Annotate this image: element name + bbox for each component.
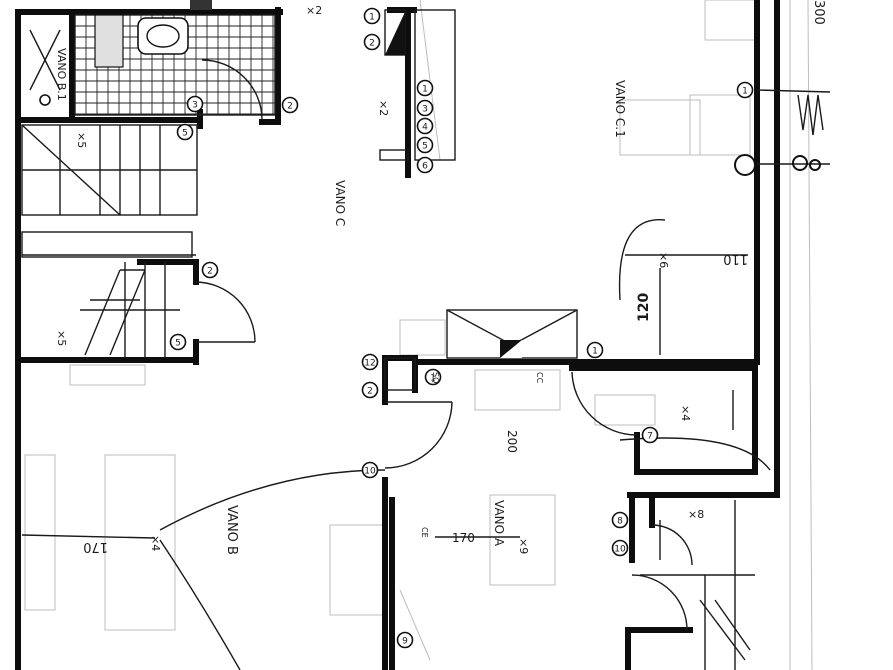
point-marker: 9 (396, 631, 414, 649)
point-marker: 5 (169, 333, 187, 351)
code-ce: CE (420, 527, 429, 538)
dimension-120: 120 (636, 293, 652, 322)
point-number: 5 (182, 129, 188, 139)
marker-x2-mid: ×2 (377, 100, 390, 116)
dimension-300: 300 (811, 0, 826, 25)
point-number: 1 (430, 374, 436, 384)
bathroom-tiles (29, 0, 276, 121)
point-marker: 12 (361, 353, 379, 371)
point-marker: 8 (611, 511, 629, 529)
code-sq: SQ (431, 372, 440, 383)
marker-x5-left: ×5 (55, 330, 68, 346)
shower-icon (94, 14, 124, 68)
marker-x4-b: ×4 (149, 535, 162, 551)
point-number: 9 (402, 637, 408, 647)
point-number: 12 (364, 359, 375, 369)
point-number: 10 (364, 467, 376, 477)
point-marker: 1 (586, 341, 604, 359)
point-number: 1 (422, 85, 428, 95)
point-number: 2 (207, 267, 213, 277)
room-label-vano-c: VANO C (333, 180, 347, 226)
point-number: 8 (617, 517, 623, 527)
marker-x5-stair: ×5 (75, 132, 88, 148)
point-number: 10 (614, 545, 626, 555)
point-marker: 6 (416, 156, 434, 174)
point-number: 2 (367, 387, 373, 397)
marker-x8: ×8 (688, 508, 704, 521)
stairs (21, 124, 256, 358)
code-cc: CC (535, 372, 544, 384)
kitchen-fixtures (379, 9, 456, 161)
dimension-200: 200 (505, 430, 519, 453)
scribble-top-right (734, 89, 831, 176)
point-number: 3 (192, 101, 198, 111)
point-marker: 5 (176, 123, 194, 141)
point-marker: 2 (281, 96, 299, 114)
point-marker: 3 (186, 95, 204, 113)
background-sketch (24, 0, 813, 670)
marker-x4: ×4 (679, 405, 692, 421)
point-marker: 7 (641, 426, 659, 444)
dimension-170-mid: 170 (452, 531, 475, 545)
point-number: 1 (742, 87, 748, 97)
point-marker: 2 (201, 261, 219, 279)
point-number: 2 (287, 102, 293, 112)
point-marker: 5 (416, 136, 434, 154)
point-marker: 10 (611, 539, 629, 557)
point-number: 1 (369, 13, 375, 23)
point-number: 1 (592, 347, 598, 357)
point-number: 7 (647, 432, 653, 442)
point-number: 5 (175, 339, 181, 349)
fixture-icon (190, 0, 212, 10)
point-marker: 2 (363, 33, 381, 51)
fireplace (446, 309, 578, 359)
point-marker: 1 (363, 7, 381, 25)
point-marker: 1 (416, 79, 434, 97)
point-marker: 4 (416, 117, 434, 135)
doors (159, 357, 755, 670)
point-marker: 1 (736, 81, 754, 99)
point-number: 4 (422, 123, 428, 133)
dimension-170-left: 170 (83, 539, 108, 554)
point-number: 6 (422, 162, 428, 172)
point-number: 2 (369, 39, 375, 49)
room-label-vano-b: VANO B (224, 505, 239, 555)
point-marker: 2 (361, 381, 379, 399)
point-marker: 3 (416, 99, 434, 117)
sink-icon (137, 17, 189, 55)
marker-x6: ×6 (657, 252, 670, 268)
room-label-vano-c1: VANO C.1 (613, 80, 627, 138)
marker-x9: ×9 (517, 538, 530, 554)
room-label-bath: VANO B.1 (55, 48, 68, 101)
dimension-110: 110 (723, 251, 748, 266)
point-number: 3 (422, 105, 428, 115)
point-number: 5 (422, 142, 428, 152)
room-label-vano-a: VANO A (492, 500, 506, 547)
point-marker: 10 (361, 461, 379, 479)
point-marker: 1 (424, 368, 442, 386)
marker-x2-top: ×2 (306, 4, 322, 17)
labels: VANO B.1 VANO C.1 VANO C VANO B VANO A 3… (55, 0, 826, 555)
